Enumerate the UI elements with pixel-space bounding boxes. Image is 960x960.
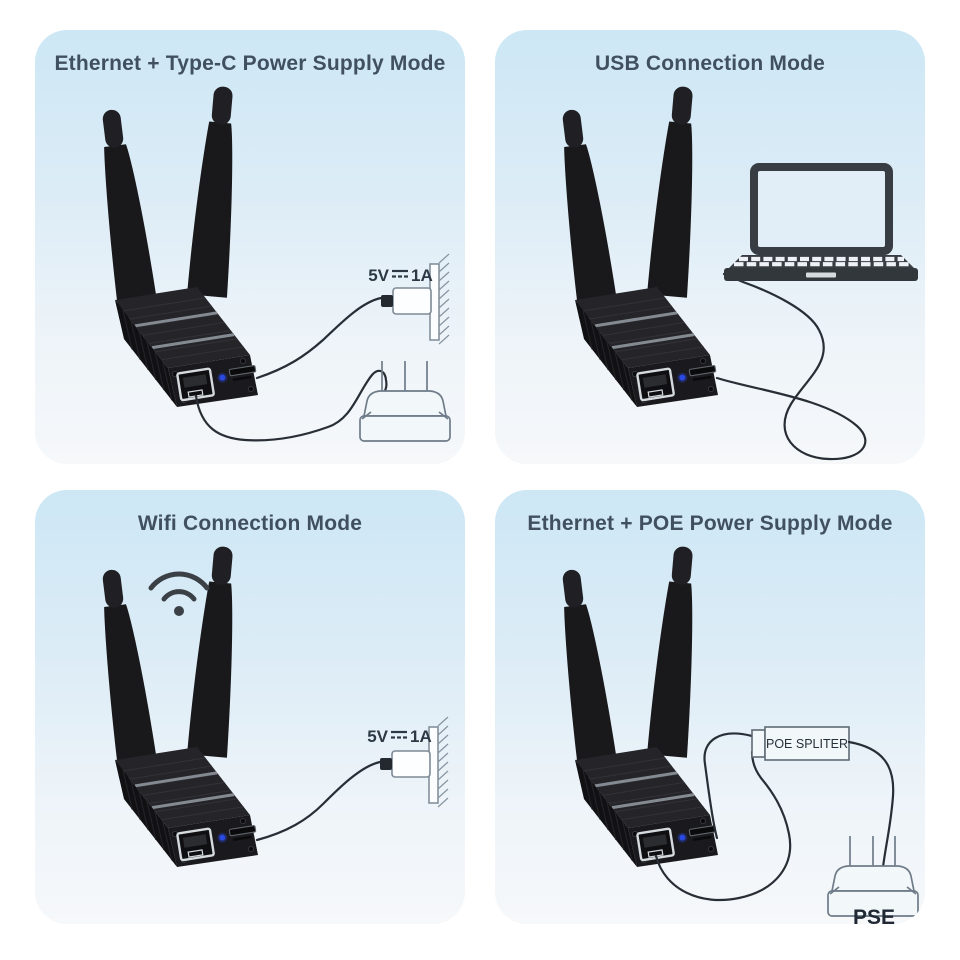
panel-usb-mode: USB Connection Mode	[495, 30, 925, 464]
panel-title: USB Connection Mode	[594, 52, 826, 75]
pse-label: PSE	[853, 906, 895, 924]
usb-cable	[715, 272, 867, 461]
typec-power-cable	[255, 296, 383, 380]
panel-title: Ethernet + POE Power Supply Mode	[527, 512, 893, 535]
device-illustration	[552, 83, 720, 409]
panel-wifi-mode: Wifi Connection Mode 5V 1A	[35, 490, 465, 924]
device-illustration	[92, 83, 260, 409]
device-illustration	[552, 543, 720, 869]
poe-uplink-cable	[847, 740, 895, 869]
laptop-icon	[724, 163, 918, 281]
typec-power-cable	[255, 760, 382, 842]
dc-symbol-icon	[391, 730, 407, 739]
amps-label: 1A	[410, 727, 432, 746]
wifi-signal-icon	[148, 571, 210, 616]
panel-title: Ethernet + Type-C Power Supply Mode	[54, 52, 446, 75]
laptop-screen	[758, 171, 885, 247]
dc-symbol-icon	[392, 269, 408, 278]
panel-ethernet-poe-mode: Ethernet + POE Power Supply Mode POE SPL…	[495, 490, 925, 924]
pse-router-icon	[827, 835, 919, 917]
ethernet-cable	[654, 750, 792, 902]
volts-label: 5V	[368, 266, 389, 285]
panel-title: Wifi Connection Mode	[137, 512, 363, 535]
poe-dc-cable	[703, 732, 754, 840]
laptop-touchpad	[806, 272, 836, 278]
ethernet-cable	[194, 369, 388, 442]
panel-ethernet-typec-mode: Ethernet + Type-C Power Supply Mode 5V 1…	[35, 30, 465, 464]
poe-splitter-box: POE SPLITER	[751, 726, 850, 761]
amps-label: 1A	[411, 266, 433, 285]
adapter-rating-label: 5V 1A	[368, 266, 433, 285]
adapter-rating-label: 5V 1A	[367, 727, 432, 746]
poe-splitter-label: POE SPLITER	[766, 737, 848, 751]
volts-label: 5V	[367, 727, 388, 746]
